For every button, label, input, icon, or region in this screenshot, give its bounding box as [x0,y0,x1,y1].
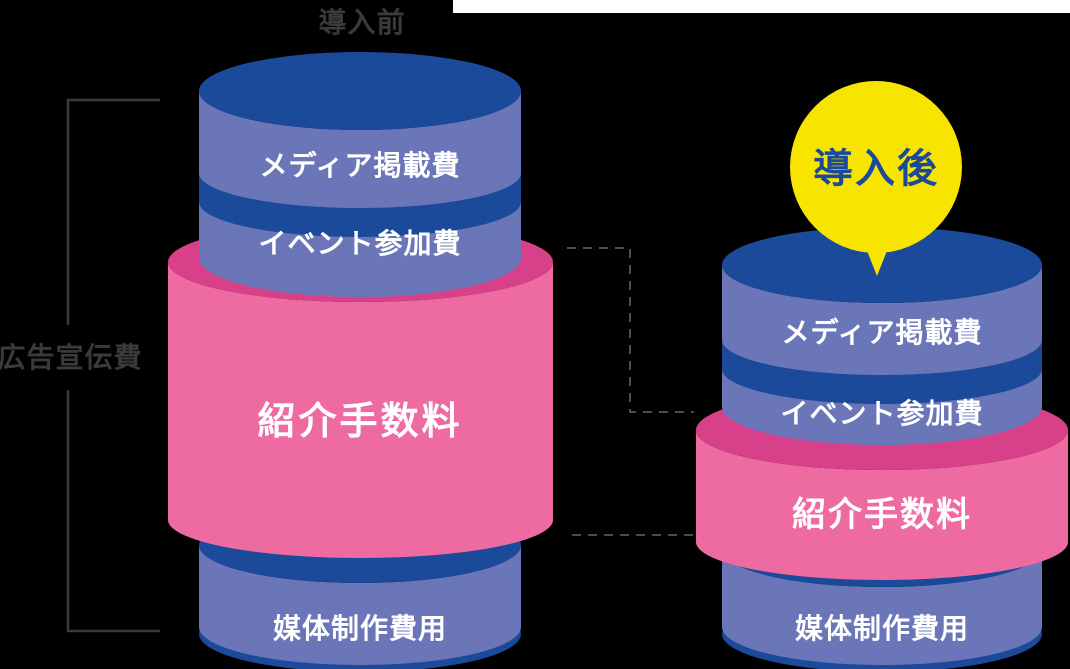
after-top-ellipse [722,227,1042,303]
bracket-label: 広告宣伝費 [0,341,143,373]
after-badge-label: 導入後 [813,147,939,191]
after-referral-fee-segment [696,430,1068,580]
after-referral-fee-label: 紹介手数料 [792,496,972,534]
after-badge-balloon [790,81,962,253]
after-event-fee-label: イベント参加費 [780,397,983,429]
before-top-ellipse [199,52,521,130]
after-media-event-segment [722,265,1042,445]
before-event-fee-label: イベント参加費 [258,227,461,259]
before-media-event-segment [199,91,521,297]
after-production-fee-label: 媒体制作費用 [795,613,969,644]
before-referral-fee-label: 紹介手数料 [257,401,462,443]
before-media-fee-label: メディア掲載費 [259,149,460,181]
before-title: 導入前 [318,6,405,38]
before-divider-band [199,173,521,237]
after-divider-band [722,340,1042,404]
after-media-fee-label: メディア掲載費 [781,316,982,348]
reduction-guide-line-top [567,247,694,413]
after-production-fee-segment [722,549,1042,665]
advertising-cost-bracket [66,98,160,633]
top-white-strip [453,0,1070,13]
before-referral-fee-segment [168,262,553,558]
before-production-fee-label: 媒体制作費用 [273,613,447,644]
before-production-fee-segment [199,545,521,665]
